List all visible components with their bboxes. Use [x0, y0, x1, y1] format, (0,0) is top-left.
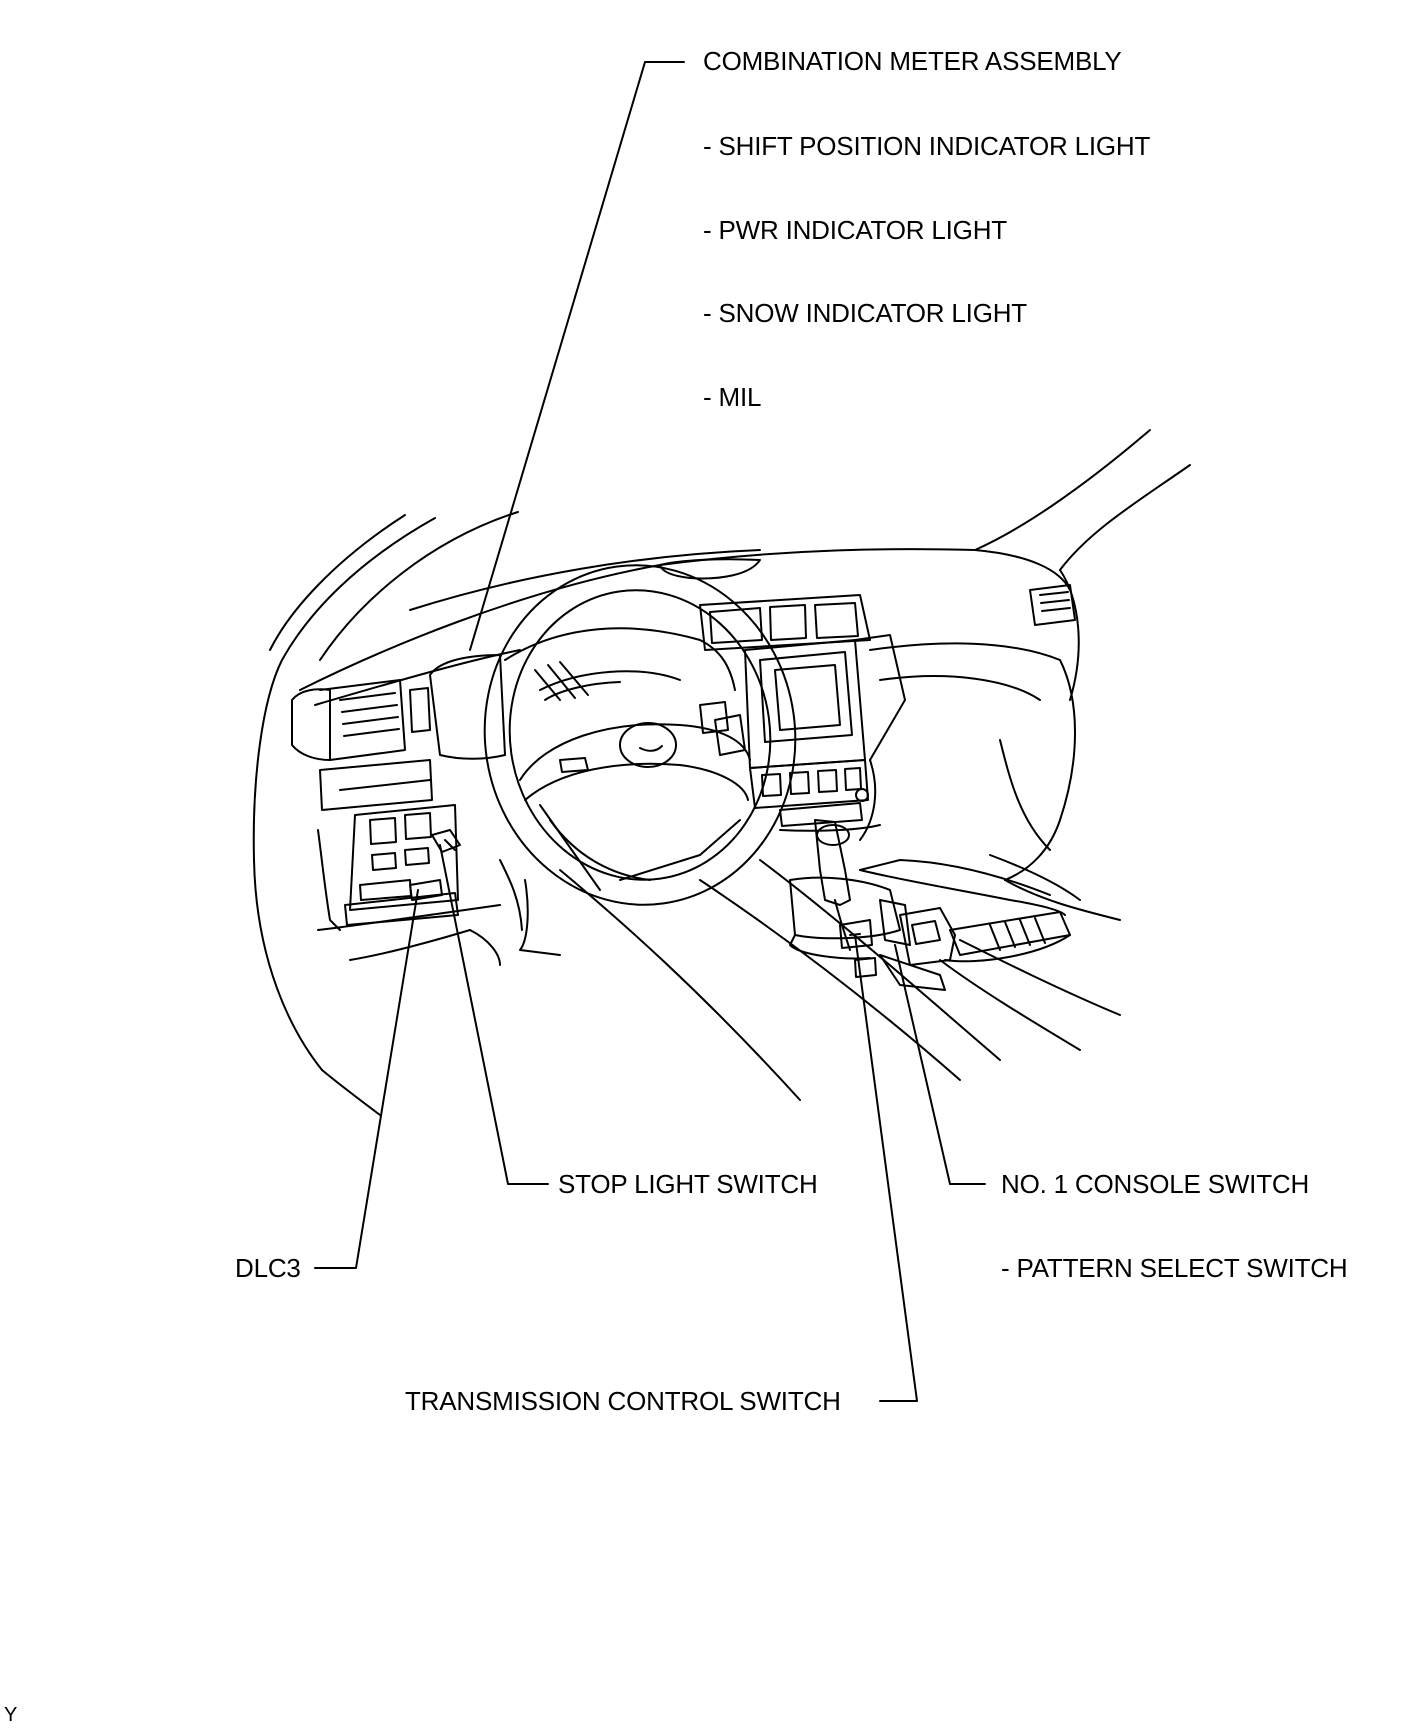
left-vent-panel — [291, 679, 501, 931]
stop-light-switch-label: STOP LIGHT SWITCH — [558, 1169, 818, 1199]
meter-item-snow: - SNOW INDICATOR LIGHT — [703, 298, 1027, 328]
combination-meter-label: COMBINATION METER ASSEMBLY — [703, 46, 1122, 76]
floor-lines — [321, 854, 1121, 1116]
meter-item-mil: - MIL — [703, 382, 762, 412]
transmission-control-switch-label: TRANSMISSION CONTROL SWITCH — [405, 1386, 841, 1416]
leader-combination-meter — [469, 61, 685, 651]
leader-dlc3 — [314, 889, 419, 1269]
console-switch-label: NO. 1 CONSOLE SWITCH — [1001, 1169, 1310, 1199]
figure-id: Y — [4, 1704, 18, 1726]
steering-wheel-illustration — [483, 564, 797, 906]
leader-stop-light-switch — [439, 844, 549, 1185]
leader-console-switch — [894, 944, 986, 1185]
combination-meter-illustration — [429, 627, 736, 760]
meter-item-shift-position: - SHIFT POSITION INDICATOR LIGHT — [703, 131, 1151, 161]
center-stack-illustration — [699, 594, 906, 841]
meter-item-pwr: - PWR INDICATOR LIGHT — [703, 215, 1007, 245]
leader-lines — [314, 61, 986, 1402]
right-dashboard — [869, 584, 1121, 921]
dlc3-label: DLC3 — [235, 1253, 301, 1283]
console-item-pattern-select: - PATTERN SELECT SWITCH — [1001, 1253, 1348, 1283]
leader-transmission-control-switch — [854, 934, 918, 1402]
center-console-illustration — [789, 819, 1071, 991]
dashboard-top — [299, 548, 1071, 706]
pedal-area-parts — [409, 829, 461, 901]
windshield-lines — [252, 429, 1191, 1071]
